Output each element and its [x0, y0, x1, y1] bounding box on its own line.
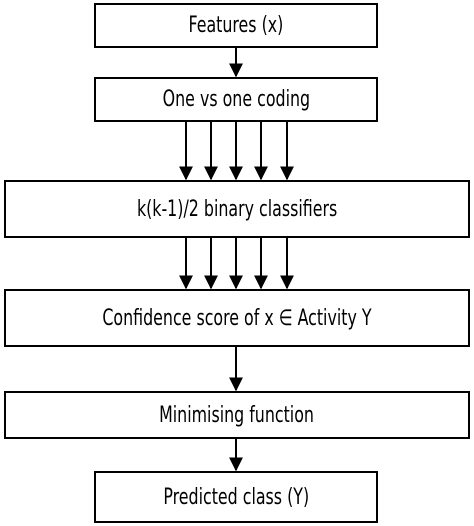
binary-classifiers-label: k(k-1)/2 binary classifiers	[136, 196, 338, 222]
confidence-score-label: Confidence score of x ∈ Activity Y	[102, 305, 372, 331]
predicted-class-label: Predicted class (Y)	[163, 484, 309, 510]
binary-classifiers-node: k(k-1)/2 binary classifiers	[4, 180, 470, 238]
minimising-function-node: Minimising function	[4, 391, 470, 439]
minimising-function-label: Minimising function	[159, 402, 315, 428]
one-vs-one-coding-node: One vs one coding	[94, 77, 378, 122]
confidence-score-node: Confidence score of x ∈ Activity Y	[4, 289, 470, 347]
features-label: Features (x)	[188, 13, 284, 38]
predicted-class-node: Predicted class (Y)	[94, 471, 378, 523]
features-node: Features (x)	[94, 3, 378, 48]
one-vs-one-coding-label: One vs one coding	[162, 87, 310, 112]
